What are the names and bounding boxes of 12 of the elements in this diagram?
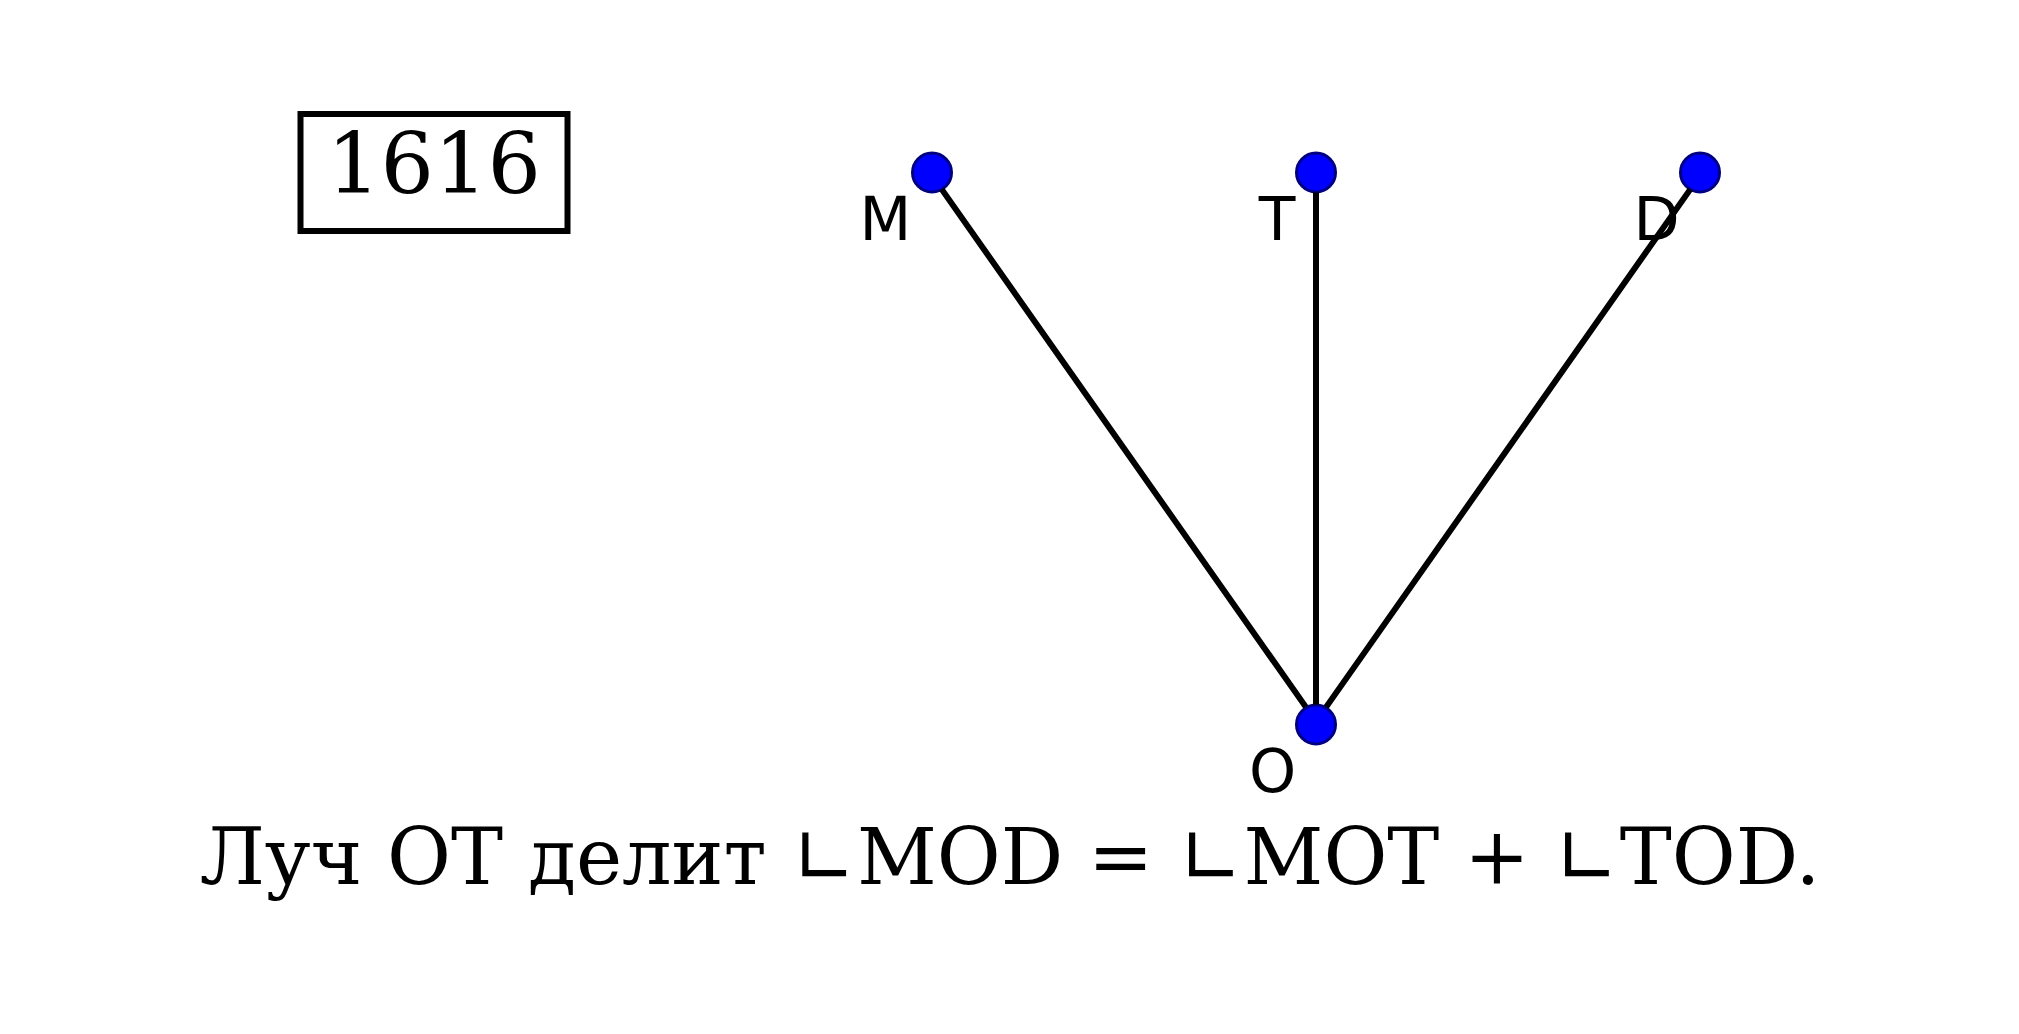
node-circle — [1678, 151, 1721, 193]
node-label: O — [1248, 735, 1296, 806]
caption: Луч OT делит ∟MOD = ∟MOT + ∟TOD. — [199, 811, 1820, 902]
node-circle — [1294, 703, 1337, 745]
connector — [1312, 191, 1319, 705]
node-label: M — [859, 183, 911, 254]
node-circle — [910, 151, 953, 193]
node-label: T — [1258, 183, 1295, 254]
diagram-title: 1616 — [326, 114, 541, 213]
connector — [938, 187, 1308, 709]
connector — [1323, 187, 1693, 709]
node-circle — [1294, 151, 1337, 193]
